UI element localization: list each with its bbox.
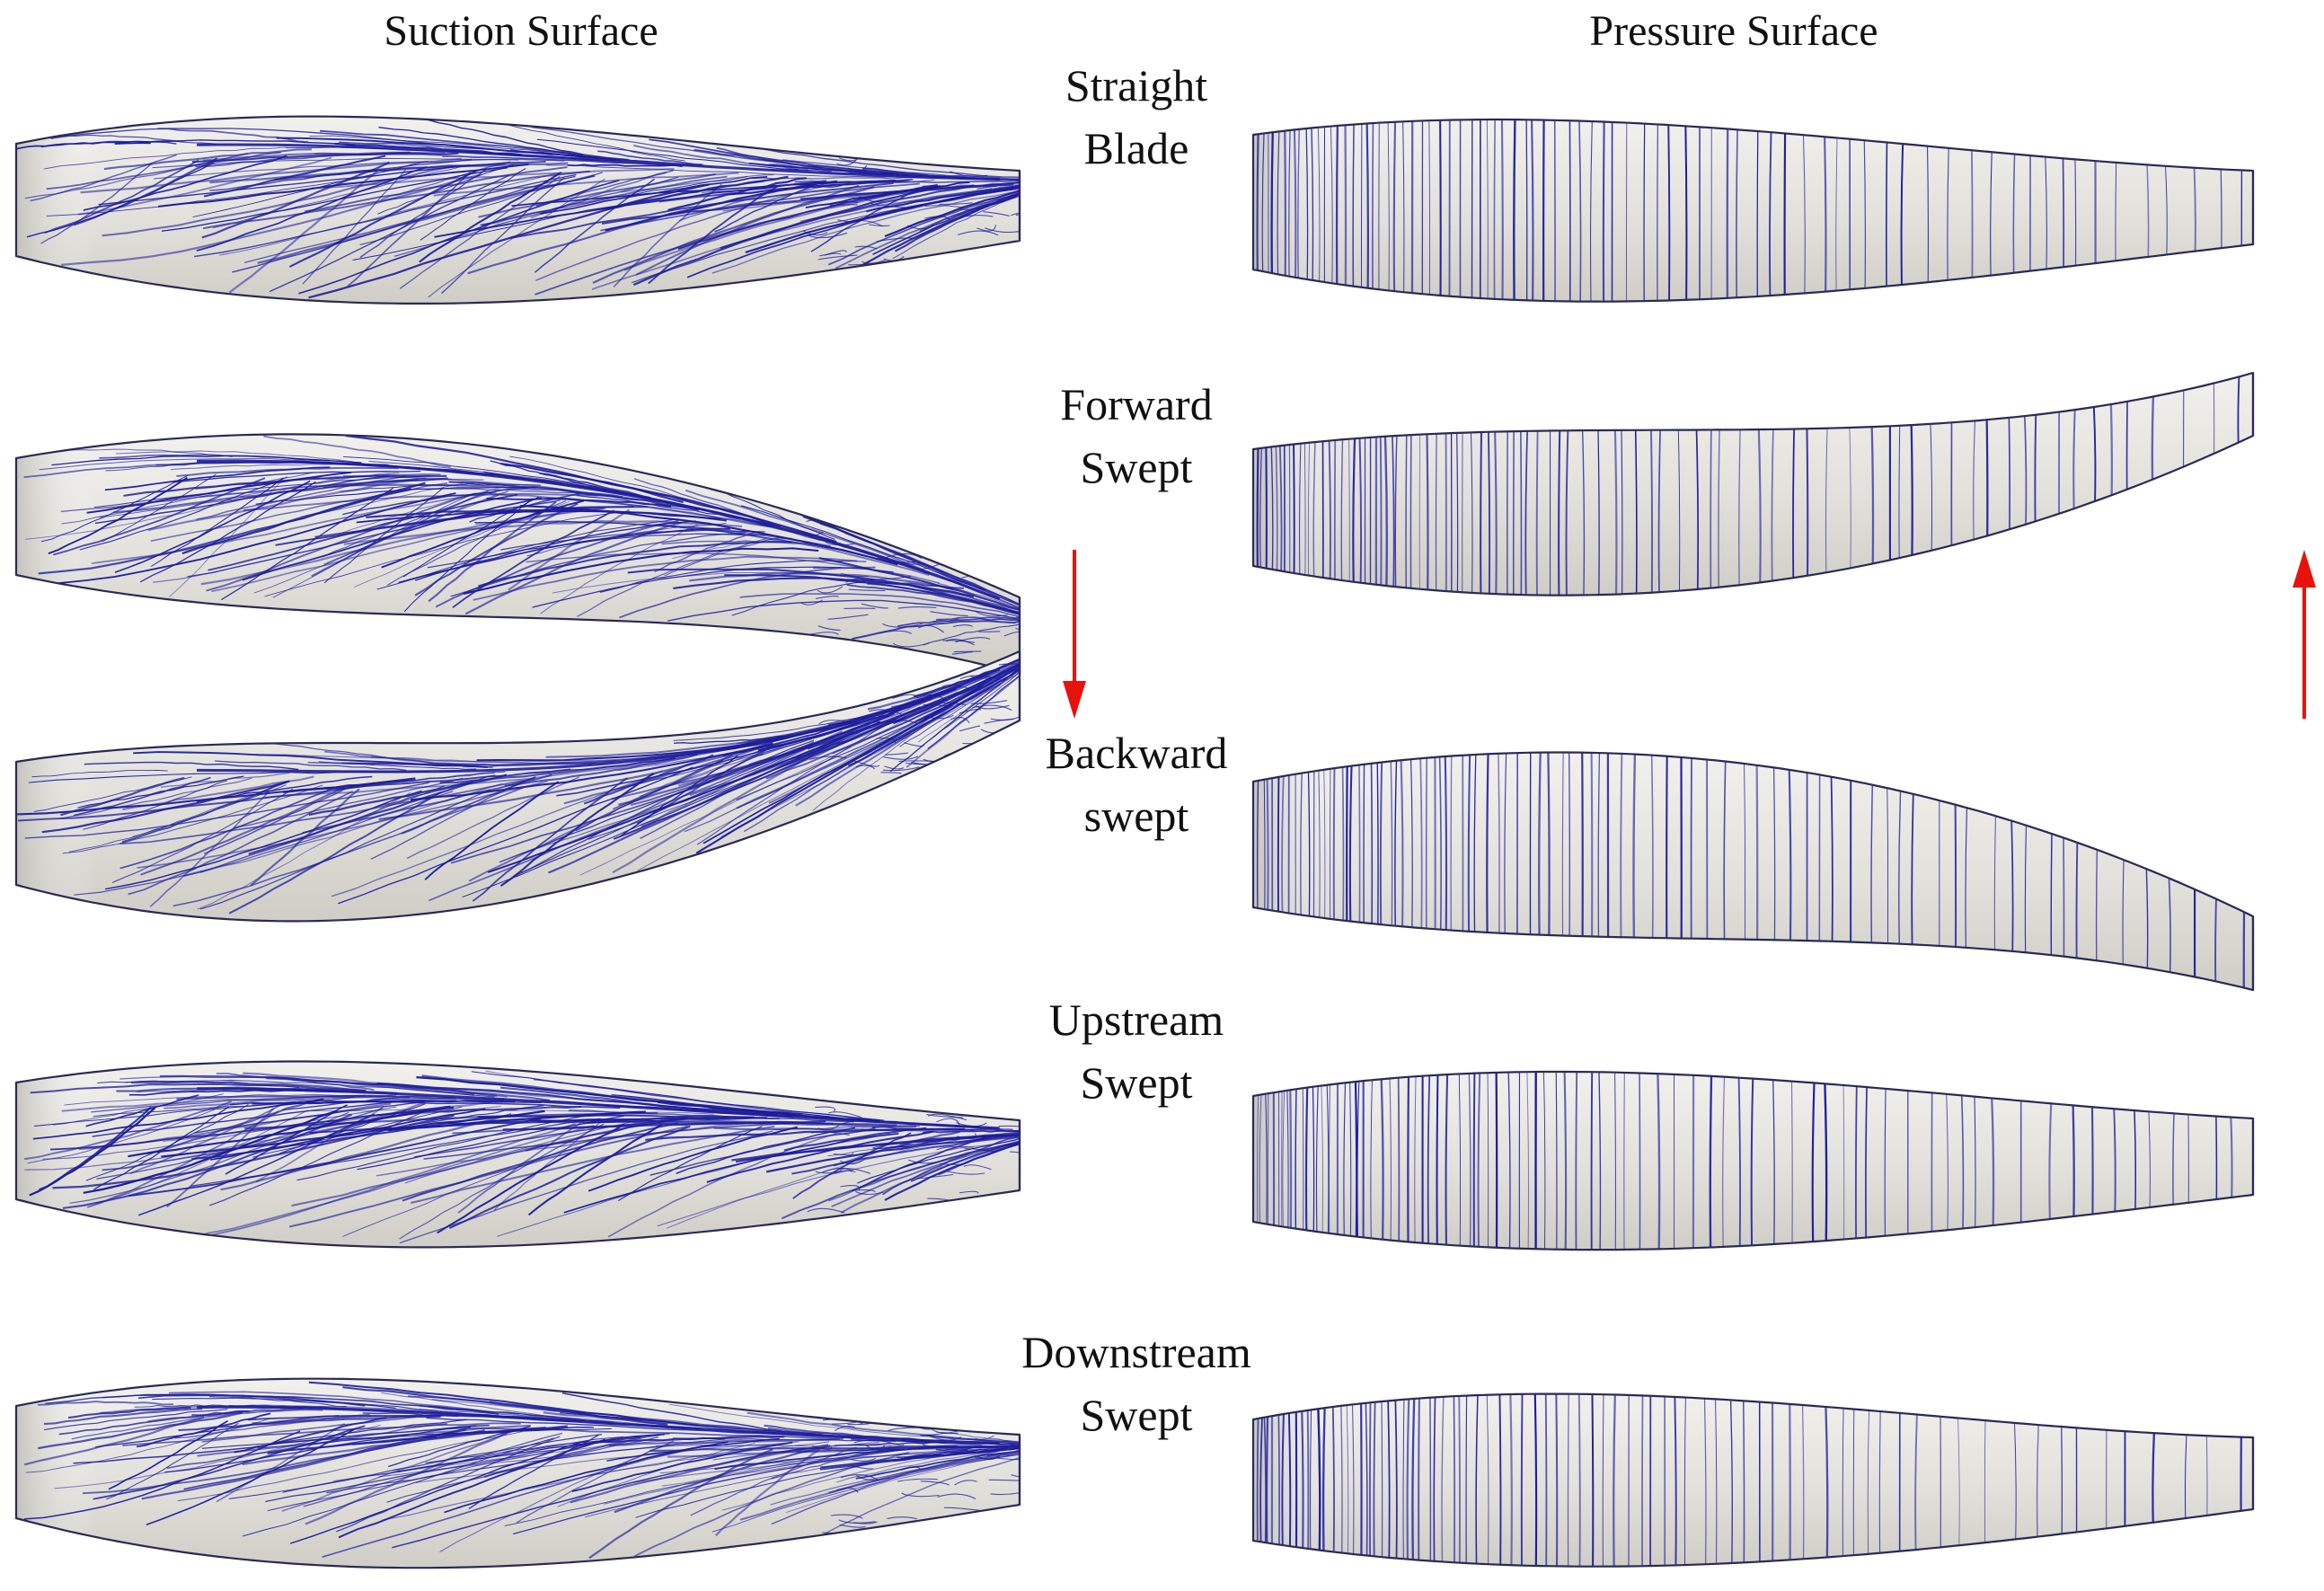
row-label-line1: Backward <box>1045 728 1228 778</box>
row-label-backward-swept: Backward swept <box>1006 721 1267 847</box>
row-label-line1: Upstream <box>1048 994 1224 1045</box>
row-label-line2: Swept <box>1080 1390 1193 1440</box>
row-label-forward-swept: Forward Swept <box>1006 373 1267 499</box>
suction-straight-blade <box>14 115 1021 305</box>
streamlines <box>1256 752 2246 990</box>
suction-backward-swept <box>14 650 1021 923</box>
row-label-downstream-swept: Downstream Swept <box>1006 1321 1267 1446</box>
streamlines <box>23 434 1020 668</box>
pressure-straight-blade <box>1251 118 2255 303</box>
streamlines <box>24 1070 1020 1244</box>
pressure-forward-swept <box>1251 371 2255 597</box>
row-label-line1: Downstream <box>1021 1327 1251 1377</box>
suction-downstream-swept <box>14 1377 1021 1569</box>
streamlines <box>17 657 1020 915</box>
suction-sweep-direction-arrow-icon <box>1063 550 1086 719</box>
streamlines <box>1256 373 2240 596</box>
streamlines <box>16 119 1020 299</box>
pressure-downstream-swept <box>1251 1392 2255 1568</box>
row-label-line1: Straight <box>1065 60 1208 110</box>
row-label-straight-blade: Straight Blade <box>1006 54 1267 180</box>
pressure-sweep-direction-arrow-icon <box>2293 550 2316 719</box>
streamlines <box>1256 1393 2243 1567</box>
row-label-line2: Blade <box>1083 123 1189 173</box>
suction-surface-heading: Suction Surface <box>384 7 658 55</box>
pressure-backward-swept <box>1251 751 2255 992</box>
suction-forward-swept <box>14 433 1021 676</box>
streamlines <box>1257 1072 2233 1251</box>
row-label-line2: Swept <box>1080 442 1193 492</box>
row-label-line2: Swept <box>1080 1057 1193 1108</box>
pressure-upstream-swept <box>1251 1070 2255 1251</box>
row-label-line1: Forward <box>1060 379 1213 429</box>
streamlines <box>1256 119 2243 302</box>
row-label-upstream-swept: Upstream Swept <box>1006 988 1267 1114</box>
streamlines <box>23 1381 1020 1560</box>
pressure-surface-heading: Pressure Surface <box>1589 7 1878 55</box>
suction-upstream-swept <box>14 1060 1021 1249</box>
row-label-line2: swept <box>1083 791 1189 841</box>
